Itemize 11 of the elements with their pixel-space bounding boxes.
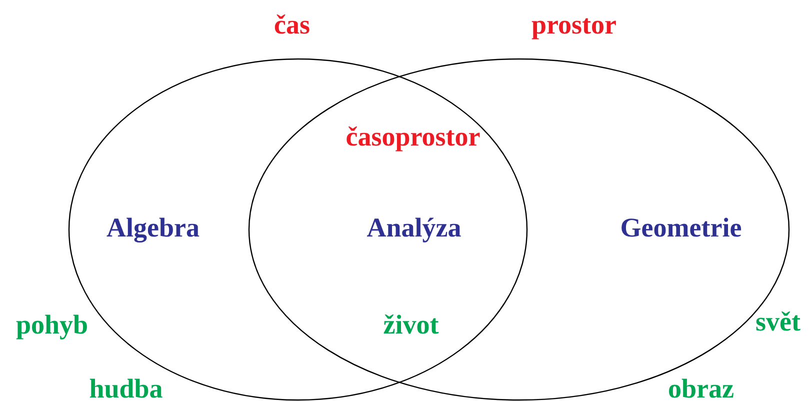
word-label: Analýza [366,212,462,244]
word-label: život [383,310,439,340]
word-label: časoprostor [346,122,480,152]
set-label: Algebra [106,212,200,244]
word-label: prostor [532,10,616,40]
word-label: hudba [89,374,163,401]
word-label: svět [756,306,800,338]
word-label: pohyb [16,310,88,340]
word-label: čas [274,10,310,40]
word-label: obraz [668,374,734,401]
set-label: Geometrie [620,212,742,244]
